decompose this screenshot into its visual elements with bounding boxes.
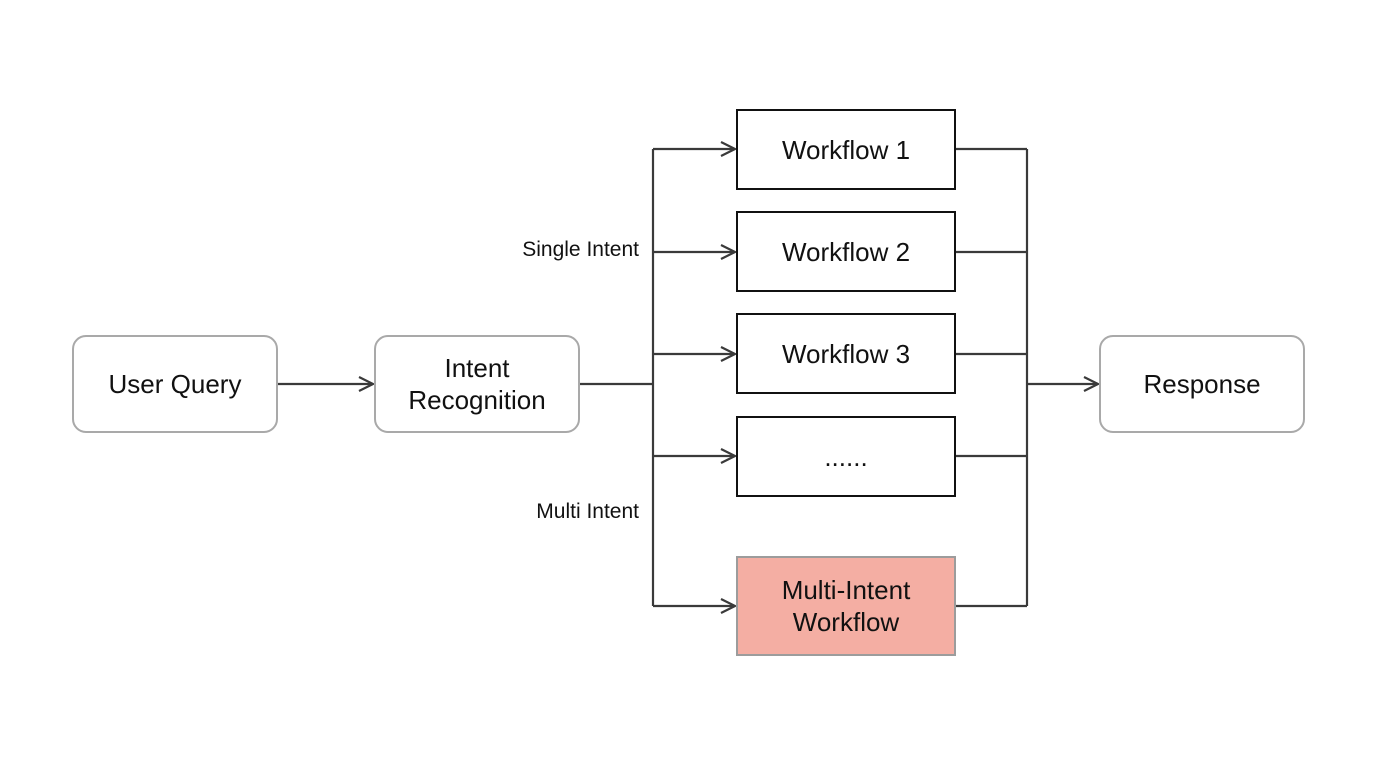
workflow-more-node: ...... [736,416,956,497]
intent-recognition-label-line1: Intent [444,353,510,383]
multi-intent-workflow-label-line1: Multi-Intent [781,575,911,605]
workflow-2-node: Workflow 2 [736,211,956,292]
multi-intent-label: Multi Intent [536,500,639,523]
user-query-label: User Query [108,369,242,399]
multi-intent-workflow-node: Multi-Intent Workflow [736,556,956,656]
workflow-3-label: Workflow 3 [781,338,911,369]
response-node: Response [1099,335,1305,433]
workflow-3-node: Workflow 3 [736,313,956,394]
workflow-2-label: Workflow 2 [781,236,911,267]
single-intent-label: Single Intent [522,238,639,261]
response-label: Response [1143,369,1261,399]
intent-recognition-node: Intent Recognition [374,335,580,433]
intent-recognition-label-line2: Recognition [408,385,546,415]
multi-intent-workflow-label-line2: Workflow [792,607,900,637]
workflow-1-label: Workflow 1 [781,134,911,165]
workflow-1-node: Workflow 1 [736,109,956,190]
workflow-more-label: ...... [824,441,868,472]
user-query-node: User Query [72,335,278,433]
